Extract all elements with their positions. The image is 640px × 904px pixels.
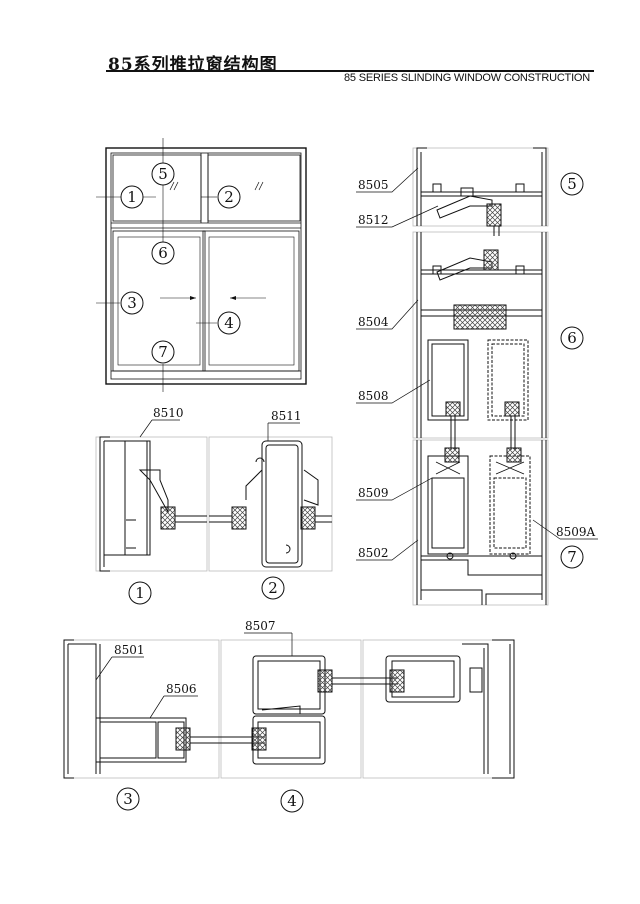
elevation-callout-4: 4	[217, 311, 241, 335]
label-8504: 8504	[358, 315, 389, 329]
section-callout-5: 5	[560, 172, 584, 196]
svg-text:1: 1	[127, 188, 137, 206]
svg-text:6: 6	[567, 329, 577, 347]
svg-text:6: 6	[158, 244, 168, 262]
label-8502: 8502	[358, 546, 389, 560]
section-5-profiles	[416, 147, 547, 236]
title-underline	[106, 70, 594, 72]
label-8506: 8506	[166, 682, 197, 696]
elevation-callout-3: 3	[120, 291, 144, 315]
svg-text:1: 1	[135, 584, 145, 602]
section-callout-4: 4	[280, 789, 304, 813]
label-8510: 8510	[153, 406, 184, 420]
section-1-2-panels	[95, 436, 333, 572]
right-section-labels: 8505 8512 8504 8508 8509 8502 8509A	[358, 178, 596, 560]
svg-text:2: 2	[268, 579, 278, 597]
right-section-leaders	[356, 167, 598, 561]
svg-text:5: 5	[158, 165, 168, 183]
window-elevation	[96, 138, 307, 392]
svg-text:7: 7	[158, 343, 168, 361]
svg-text:2: 2	[224, 188, 234, 206]
elevation-callout-2: 2	[217, 185, 241, 209]
label-8509: 8509	[358, 486, 389, 500]
label-8508: 8508	[358, 389, 389, 403]
section-3-4-leaders	[95, 632, 293, 719]
svg-text:7: 7	[567, 548, 577, 566]
svg-text:3: 3	[123, 790, 133, 808]
section-3-profiles	[63, 639, 265, 779]
svg-text:3: 3	[127, 294, 137, 312]
svg-text:5: 5	[567, 175, 577, 193]
label-8512: 8512	[358, 213, 389, 227]
section-1-2-leaders	[139, 419, 300, 441]
section-callout-3: 3	[116, 787, 140, 811]
title-english: 85 SERIES SLINDING WINDOW CONSTRUCTION	[344, 72, 591, 84]
vertical-section-panels	[412, 147, 549, 606]
label-8505: 8505	[358, 178, 389, 192]
section-callout-2: 2	[261, 576, 285, 600]
label-8509a: 8509A	[556, 525, 596, 539]
svg-text:4: 4	[224, 314, 234, 332]
section-2-profiles	[209, 440, 332, 568]
svg-text:4: 4	[287, 792, 297, 810]
section-callout-6: 6	[560, 326, 584, 350]
label-8511: 8511	[271, 409, 302, 423]
section-7-profiles	[416, 440, 547, 605]
elevation-callout-5: 5	[151, 162, 175, 186]
section-callout-7: 7	[560, 545, 584, 569]
section-4-profiles	[251, 655, 398, 765]
section-1-profiles	[99, 436, 207, 572]
elevation-callout-6: 6	[151, 241, 175, 265]
elevation-callout-7: 7	[151, 340, 175, 364]
label-8501: 8501	[114, 643, 145, 657]
section-callout-1: 1	[128, 581, 152, 605]
elevation-callout-1: 1	[120, 185, 144, 209]
section-4b-profiles	[385, 639, 515, 779]
label-8507: 8507	[245, 619, 276, 633]
section-6-profiles	[416, 232, 547, 450]
elevation-callouts: 1 2 3 4 5 6 7	[120, 162, 241, 364]
